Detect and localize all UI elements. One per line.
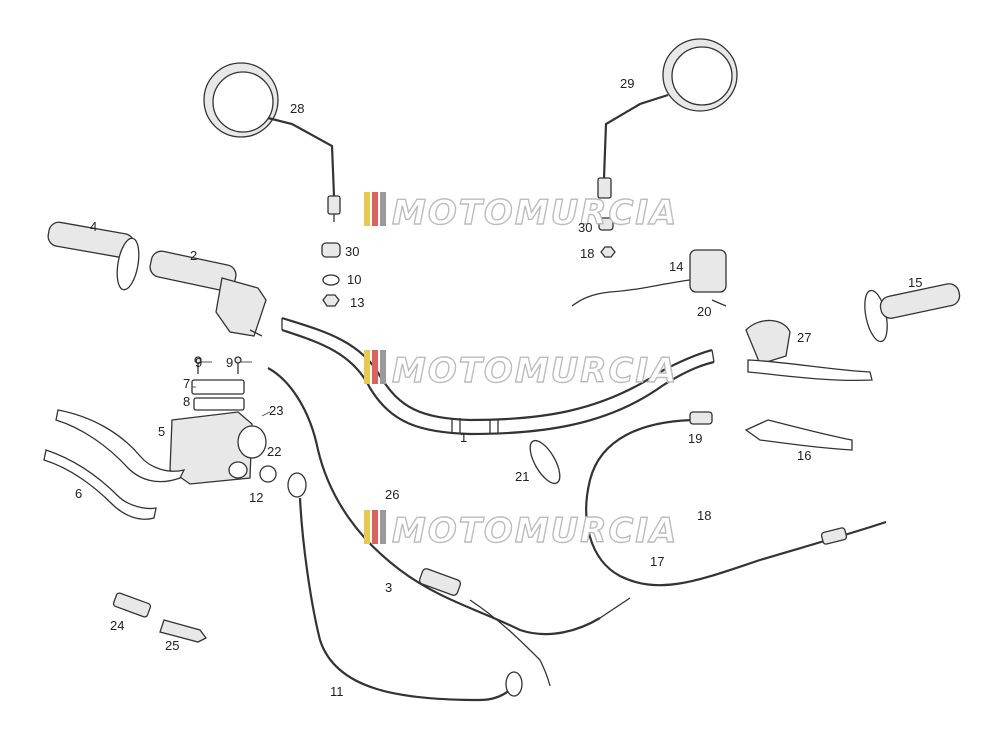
callout-13: 13: [350, 295, 364, 310]
callout-7: 7: [183, 376, 190, 391]
callout-3: 3: [385, 580, 392, 595]
callout-9b: 9: [226, 355, 233, 370]
callout-24: 24: [110, 618, 124, 633]
clutch-cable: [585, 411, 887, 587]
callout-4: 4: [90, 219, 97, 234]
callout-9a: 9: [195, 355, 202, 370]
callout-26: 26: [385, 487, 399, 502]
callout-8: 8: [183, 394, 190, 409]
watermark-middle: MOTOMURCIA: [364, 350, 678, 392]
right-mirror: [597, 38, 738, 199]
small-parts: [112, 592, 207, 643]
handlebar: [281, 316, 715, 436]
callout-2: 2: [190, 248, 197, 263]
callout-23: 23: [269, 403, 283, 418]
callout-22: 22: [267, 444, 281, 459]
callout-19: 19: [688, 431, 702, 446]
right-grip: [864, 283, 961, 343]
left-grip: [47, 221, 140, 291]
brake-hose: [298, 497, 523, 702]
callout-10: 10: [347, 272, 361, 287]
clutch-lever-assembly: [745, 319, 873, 382]
watermark-text: MOTOMURCIA: [392, 511, 678, 551]
callout-1: 1: [460, 430, 467, 445]
watermark-text: MOTOMURCIA: [392, 351, 678, 391]
callout-28: 28: [290, 101, 304, 116]
watermark-top: MOTOMURCIA: [364, 192, 678, 234]
callout-25: 25: [165, 638, 179, 653]
front-brake-lever: [55, 409, 186, 483]
callout-15: 15: [908, 275, 922, 290]
callout-30a: 30: [345, 244, 359, 259]
callout-6: 6: [75, 486, 82, 501]
callout-29: 29: [620, 76, 634, 91]
callout-16: 16: [797, 448, 811, 463]
watermark-text: MOTOMURCIA: [392, 193, 678, 233]
callout-30b: 30: [578, 220, 592, 235]
watermark-bottom: MOTOMURCIA: [364, 510, 678, 552]
left-mirror: [203, 62, 341, 222]
throttle-cable: [267, 367, 631, 687]
callout-14: 14: [669, 259, 683, 274]
leader-lines: [192, 361, 271, 417]
callout-21: 21: [515, 469, 529, 484]
callout-27: 27: [797, 330, 811, 345]
callout-18b: 18: [697, 508, 711, 523]
mirror-nuts: [321, 217, 616, 307]
brake-master-cylinder: [169, 356, 307, 498]
lever-6: [43, 449, 157, 520]
callout-12: 12: [249, 490, 263, 505]
callout-18a: 18: [580, 246, 594, 261]
clamp-band: [529, 439, 561, 485]
callout-17: 17: [650, 554, 664, 569]
callout-labels: 1 2 3 4 5 6 7 8 9 9 10 11 12 13 14 15 16…: [75, 76, 922, 699]
callout-11: 11: [330, 684, 344, 699]
throttle-grip: [149, 250, 267, 337]
callout-20: 20: [697, 304, 711, 319]
lever-16: [744, 419, 853, 451]
callout-5: 5: [158, 424, 165, 439]
switch-assembly: [571, 249, 727, 307]
